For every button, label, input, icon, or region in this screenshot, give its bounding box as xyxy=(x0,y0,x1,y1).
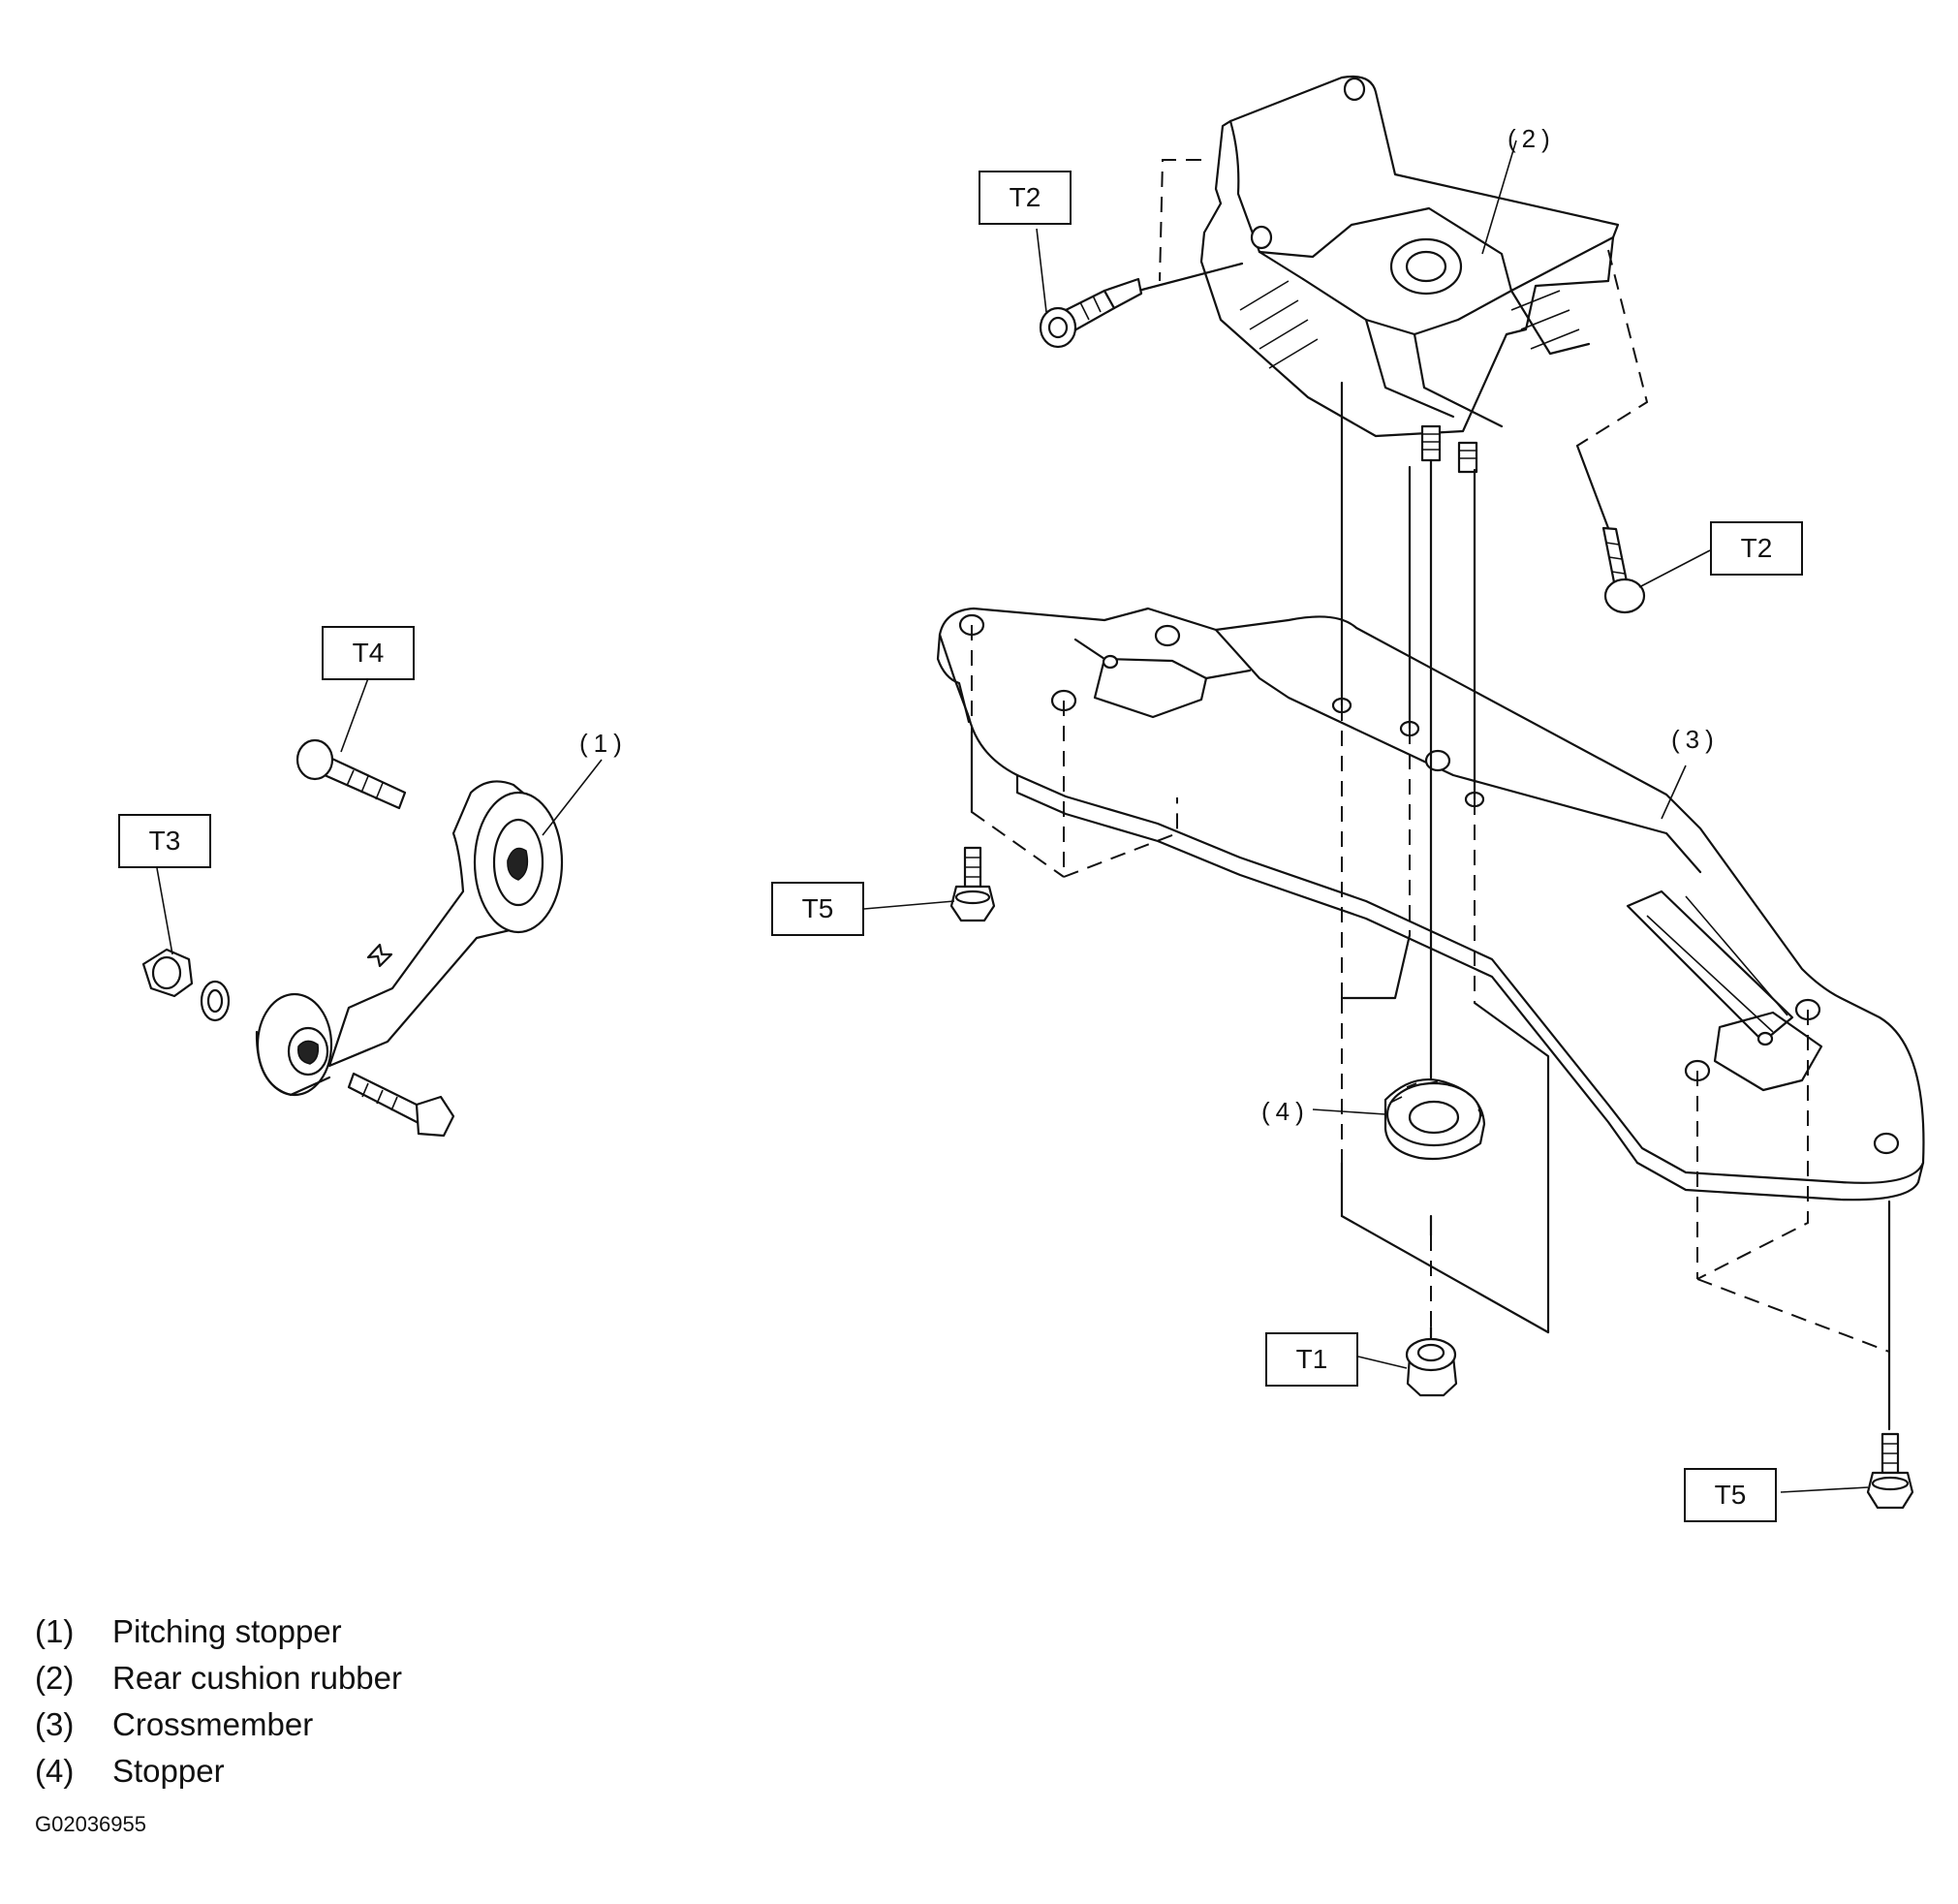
torque-label-t5-right: T5 xyxy=(1684,1468,1777,1522)
pitching-stopper-drawing xyxy=(141,780,564,1097)
legend-row: (4) Stopper xyxy=(35,1748,402,1795)
callout-part-2: (2) xyxy=(1507,124,1556,153)
legend-row: (1) Pitching stopper xyxy=(35,1608,402,1655)
figure-id: G02036955 xyxy=(35,1812,146,1836)
legend-number: (1) xyxy=(35,1613,75,1649)
bolt-t2-right-drawing xyxy=(1575,444,1646,614)
bolt-t2-top-drawing xyxy=(1039,277,1143,349)
bolt-t5-right-drawing xyxy=(1866,1432,1914,1510)
callout-part-3: (3) xyxy=(1671,725,1720,754)
rear-cushion-rubber-drawing xyxy=(1136,75,1649,474)
stopper-drawing xyxy=(1383,1078,1486,1161)
legend-row: (2) Rear cushion rubber xyxy=(35,1655,402,1701)
label-leaders xyxy=(156,140,1869,1493)
legend-label: Pitching stopper xyxy=(112,1613,342,1649)
bolt-t4-drawing xyxy=(295,738,407,810)
torque-label-t5-left: T5 xyxy=(771,882,864,936)
legend-number: (4) xyxy=(35,1753,75,1789)
callout-part-4: (4) xyxy=(1261,1097,1310,1126)
parts-legend: (1) Pitching stopper (2) Rear cushion ru… xyxy=(35,1608,402,1795)
legend-number: (2) xyxy=(35,1660,75,1696)
assembly-guide-lines xyxy=(970,381,1891,1431)
callout-part-1: (1) xyxy=(579,729,628,758)
legend-label: Stopper xyxy=(112,1753,225,1789)
torque-label-t1: T1 xyxy=(1265,1332,1358,1387)
legend-row: (3) Crossmember xyxy=(35,1701,402,1748)
torque-label-t2-right: T2 xyxy=(1710,521,1803,576)
bolt-pitching-lower-drawing xyxy=(347,1072,455,1138)
legend-number: (3) xyxy=(35,1706,75,1742)
nut-t1-drawing xyxy=(1405,1337,1458,1397)
legend-label: Crossmember xyxy=(112,1706,314,1742)
bolt-t5-left-drawing xyxy=(949,846,996,922)
legend-label: Rear cushion rubber xyxy=(112,1660,402,1696)
torque-label-t4: T4 xyxy=(322,626,415,680)
torque-label-t2-top: T2 xyxy=(979,171,1072,225)
torque-label-t3: T3 xyxy=(118,814,211,868)
